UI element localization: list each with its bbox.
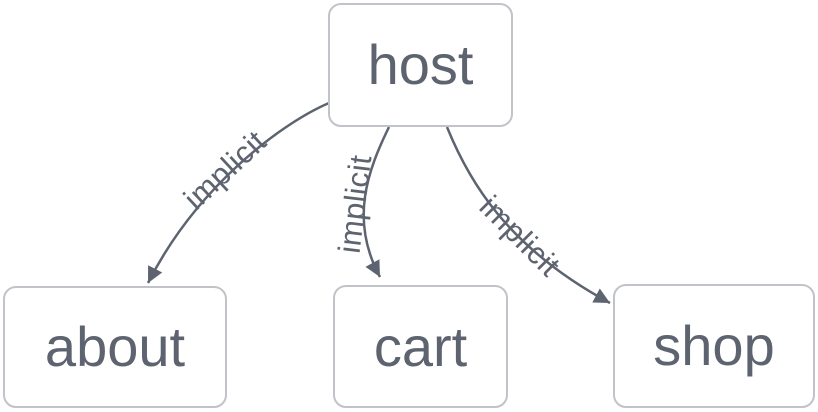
edge-host-cart — [362, 126, 391, 278]
edge-host-shop — [445, 126, 611, 305]
node-shop-label: shop — [653, 314, 775, 377]
node-about: about — [3, 286, 227, 408]
node-host-label: host — [367, 33, 474, 96]
node-host: host — [328, 3, 513, 127]
node-about-label: about — [44, 315, 186, 378]
node-cart: cart — [333, 285, 508, 408]
edge-host-about — [146, 101, 330, 284]
node-shop: shop — [613, 284, 815, 408]
node-cart-label: cart — [373, 314, 468, 378]
